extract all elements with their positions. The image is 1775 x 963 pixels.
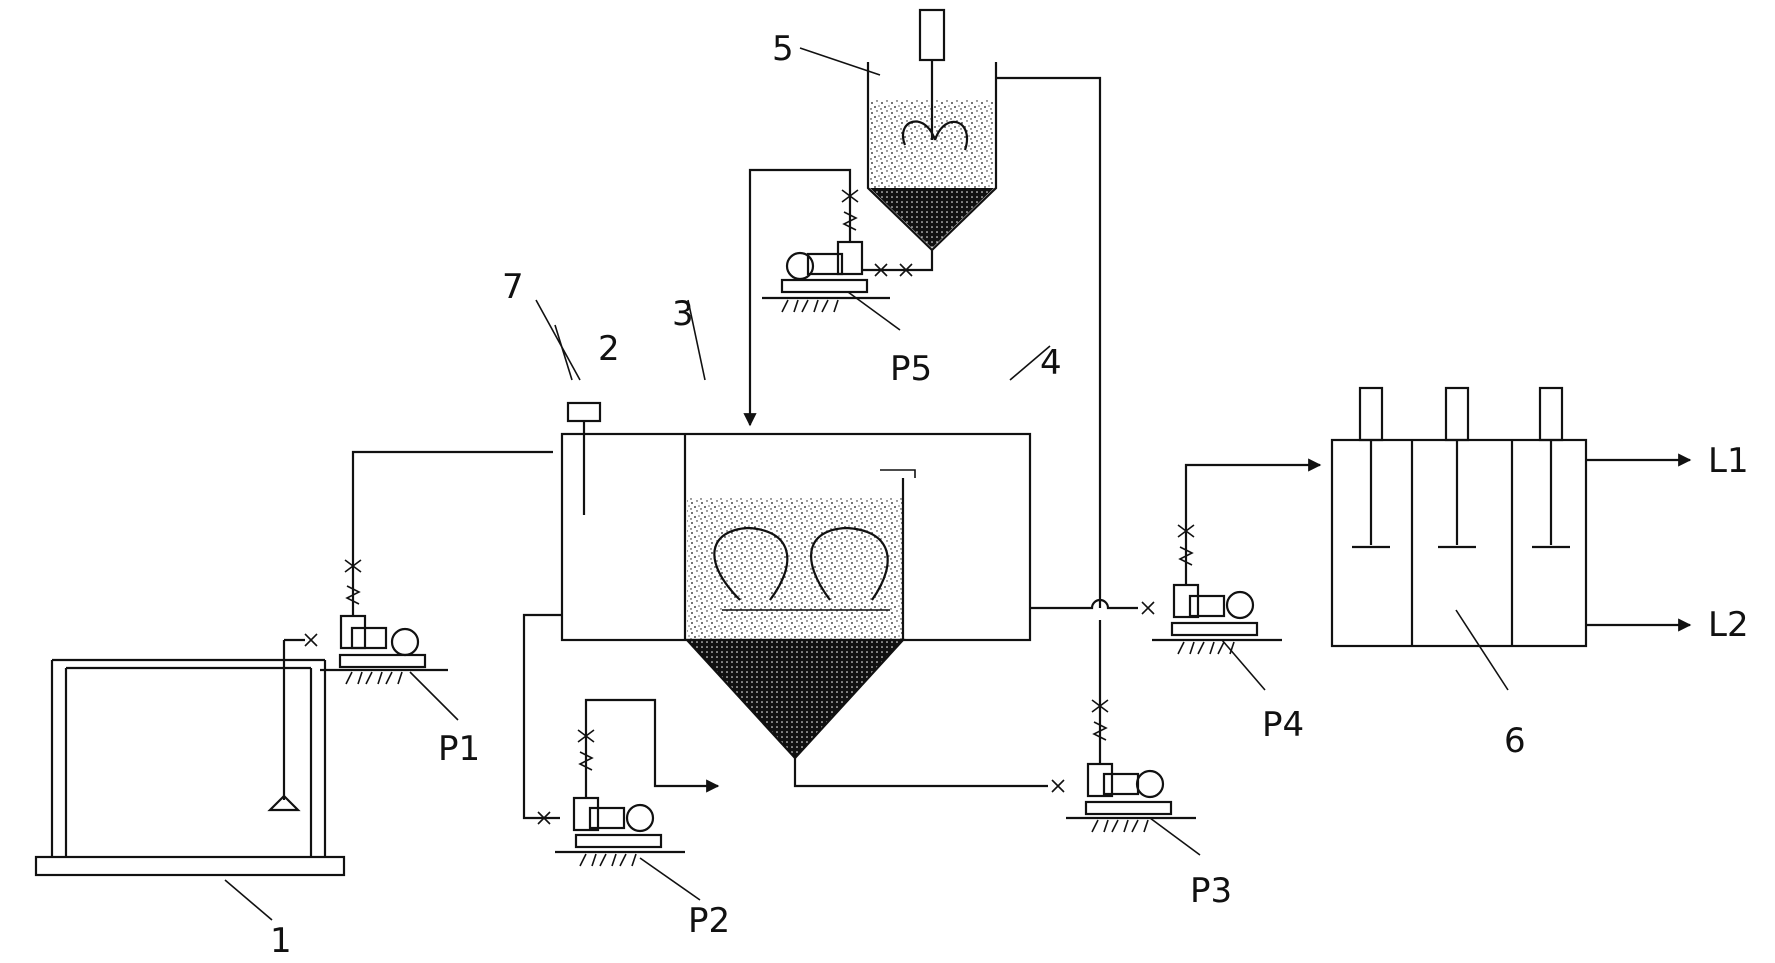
label-tank-2: 2 (598, 329, 620, 369)
label-tank-6: 6 (1504, 721, 1526, 761)
label-pump-p2: P2 (688, 901, 730, 941)
pump-p3 (1051, 620, 1196, 833)
label-outlet-l2: L2 (1708, 605, 1749, 645)
label-sensor-7: 7 (502, 267, 524, 307)
label-tank-1: 1 (270, 921, 292, 961)
tank-6 (1330, 386, 1692, 648)
main-reactor (560, 432, 1032, 760)
label-tank-5: 5 (772, 29, 794, 69)
label-tank-4: 4 (1040, 343, 1062, 383)
sensor-7 (566, 401, 602, 515)
label-pump-p1: P1 (438, 729, 480, 769)
leader-lines (224, 47, 1509, 921)
pump-p1 (284, 450, 553, 685)
tank-1 (34, 640, 346, 877)
label-pump-p3: P3 (1190, 871, 1232, 911)
pump-p5 (743, 168, 890, 427)
tank-5 (862, 8, 1102, 608)
label-tank-3: 3 (672, 294, 694, 334)
underflow-pipe (793, 758, 1048, 788)
label-outlet-l1: L1 (1708, 441, 1749, 481)
clarified-pipe (1030, 598, 1138, 610)
pump-p2 (522, 613, 720, 867)
label-pump-p4: P4 (1262, 705, 1304, 745)
pump-p4 (1141, 458, 1322, 655)
label-pump-p5: P5 (890, 349, 932, 389)
